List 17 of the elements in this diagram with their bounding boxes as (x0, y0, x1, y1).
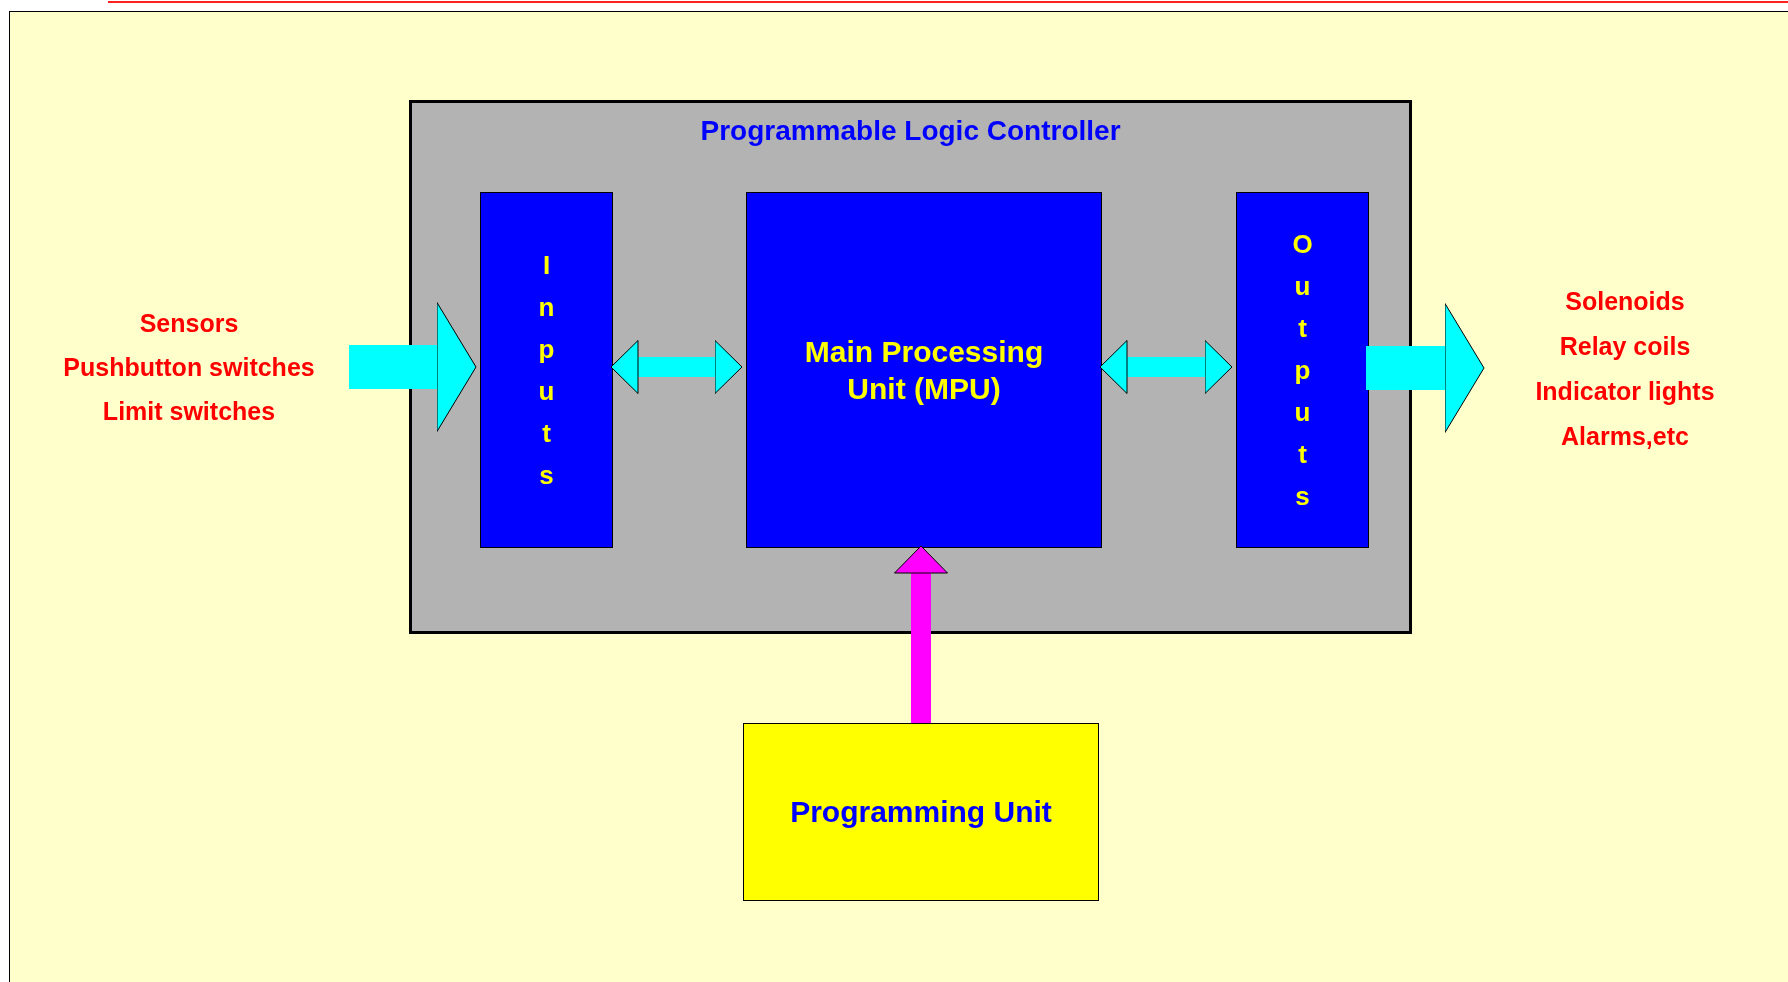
module-box (480, 192, 613, 548)
vertical-label: Outputs (1291, 227, 1314, 514)
box-label: Programming Unit (790, 794, 1052, 831)
device-label: Indicator lights (1535, 375, 1715, 406)
box-label: Main Processing Unit (MPU) (803, 333, 1045, 407)
vertical-label: Inputs (537, 248, 556, 493)
module-box (1236, 192, 1369, 548)
device-label: Sensors (139, 308, 239, 338)
programming-unit-box (743, 723, 1099, 901)
device-label: Pushbutton switches (63, 352, 315, 382)
device-label: Limit switches (102, 396, 276, 426)
device-label: Alarms,etc (1561, 420, 1689, 451)
controller-title: Programmable Logic Controller (700, 115, 1121, 147)
controller-box (409, 100, 1412, 634)
processor-box (746, 192, 1102, 548)
device-label: Solenoids (1565, 285, 1685, 316)
device-label: Relay coils (1559, 330, 1691, 361)
